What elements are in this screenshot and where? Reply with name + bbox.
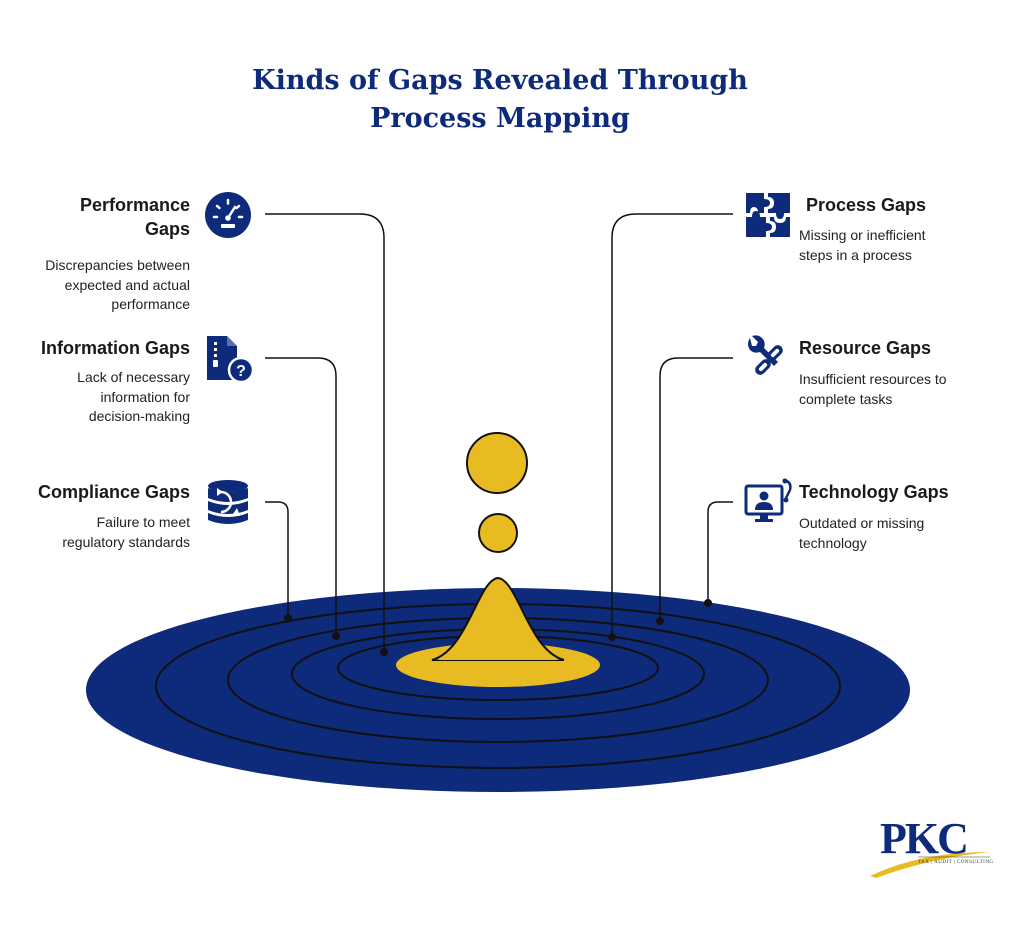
compliance-desc-line: regulatory standards <box>62 533 190 550</box>
page-title-line2: Process Mapping <box>370 103 630 134</box>
process-gaps-desc: Missing or inefficient steps in a proces… <box>799 226 1009 265</box>
information-desc-line: information for <box>100 388 190 405</box>
connector-information <box>265 357 337 636</box>
page-title: Kinds of Gaps Revealed Through Process M… <box>0 62 1000 138</box>
resource-gaps-desc: Insufficient resources to complete tasks <box>799 370 1014 409</box>
connector-resource <box>659 357 733 621</box>
svg-text:?: ? <box>236 363 246 380</box>
information-gaps-title: Information Gaps <box>40 338 190 358</box>
connector-performance <box>265 213 385 652</box>
speedometer-icon <box>205 192 251 238</box>
technology-gaps-desc: Outdated or missing technology <box>799 514 1009 553</box>
resource-desc-line: Insufficient resources to <box>799 371 947 387</box>
pkc-logo-tagline: TAX | AUDIT | CONSULTING <box>918 860 994 865</box>
technology-desc-line: technology <box>799 534 867 551</box>
process-gaps-title: Process Gaps <box>806 195 927 215</box>
performance-desc-line: performance <box>111 296 190 312</box>
technology-desc-line: Outdated or missing <box>799 515 925 531</box>
information-desc-line: decision-making <box>88 408 190 424</box>
information-desc-line: Lack of necessary <box>77 369 190 385</box>
information-gaps-desc: Lack of necessary information for decisi… <box>10 368 190 427</box>
puzzle-icon <box>746 193 790 237</box>
performance-title-line2: Gaps <box>144 219 190 239</box>
technology-gaps-title: Technology Gaps <box>799 482 949 502</box>
monitor-user-icon <box>744 478 792 522</box>
droplet-small <box>478 513 518 553</box>
compliance-desc-line: Failure to meet <box>96 514 190 530</box>
page-title-line1: Kinds of Gaps Revealed Through <box>252 65 748 96</box>
connector-process <box>611 213 733 637</box>
performance-title-line1: Performance <box>79 195 190 215</box>
wrench-link-icon <box>748 335 783 375</box>
performance-gaps-title: Performance Gaps <box>40 193 190 241</box>
resource-gaps-title: Resource Gaps <box>799 338 932 358</box>
compliance-gaps-desc: Failure to meet regulatory standards <box>10 513 190 552</box>
process-desc-line: steps in a process <box>799 246 912 263</box>
connector-technology <box>707 501 733 603</box>
compliance-gaps-title: Compliance Gaps <box>37 482 190 502</box>
connector-compliance <box>265 501 289 618</box>
process-desc-line: Missing or inefficient <box>799 227 926 243</box>
database-refresh-icon <box>208 480 248 524</box>
performance-desc-line: expected and actual <box>64 276 190 293</box>
resource-desc-line: complete tasks <box>799 390 893 407</box>
pkc-logo: PKC <box>880 814 969 863</box>
droplet-large <box>466 432 528 494</box>
performance-gaps-desc: Discrepancies between expected and actua… <box>10 256 190 315</box>
performance-desc-line: Discrepancies between <box>45 257 190 273</box>
document-question-icon: ? <box>207 336 255 384</box>
